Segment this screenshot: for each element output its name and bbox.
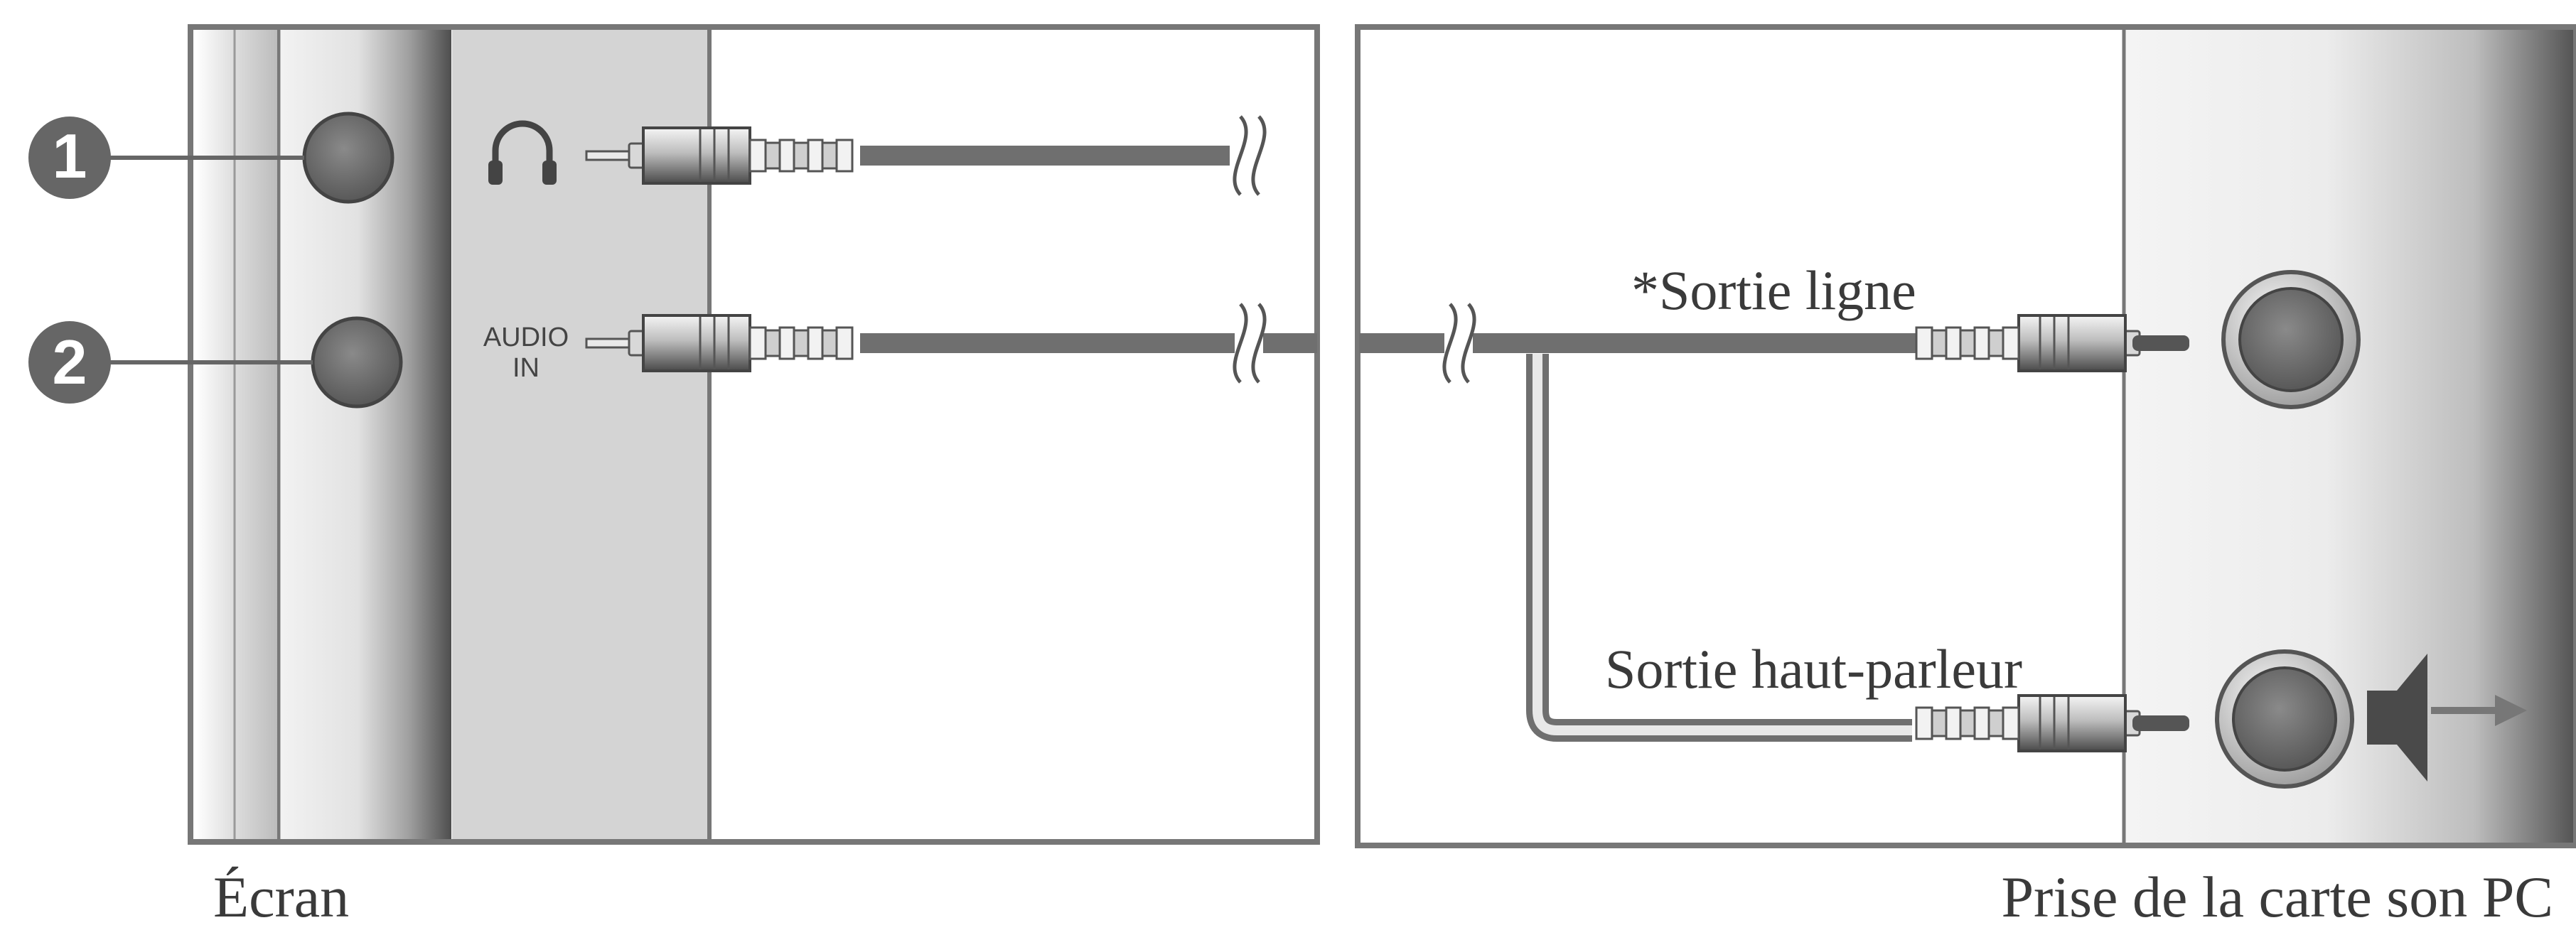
callout-2-number: 2 <box>53 327 87 397</box>
callout-1-badge: 1 <box>28 117 111 199</box>
audio-in-label-bottom: IN <box>512 353 540 383</box>
screen-title: Écran <box>213 865 349 929</box>
headphone-cable <box>585 117 1265 195</box>
pc-title: Prise de la carte son PC <box>2001 865 2553 929</box>
speaker-icon <box>2367 654 2427 782</box>
line-out-cable <box>1359 304 2189 382</box>
headphone-jack <box>302 112 395 204</box>
speaker-out-jack <box>2215 649 2354 789</box>
speaker-out-cable <box>1526 354 2189 752</box>
headphone-icon <box>488 120 557 185</box>
audio-in-label-top: AUDIO <box>483 323 569 352</box>
arrow-right-icon <box>2431 695 2527 726</box>
speaker-out-label: Sortie haut-parleur <box>1605 638 2022 700</box>
callout-2-badge: 2 <box>28 321 111 404</box>
callout-1-number: 1 <box>53 121 87 191</box>
line-out-jack <box>2221 270 2361 409</box>
audio-in-cable <box>585 304 1317 382</box>
audio-in-jack <box>311 316 403 409</box>
line-out-label: *Sortie ligne <box>1631 259 1916 321</box>
